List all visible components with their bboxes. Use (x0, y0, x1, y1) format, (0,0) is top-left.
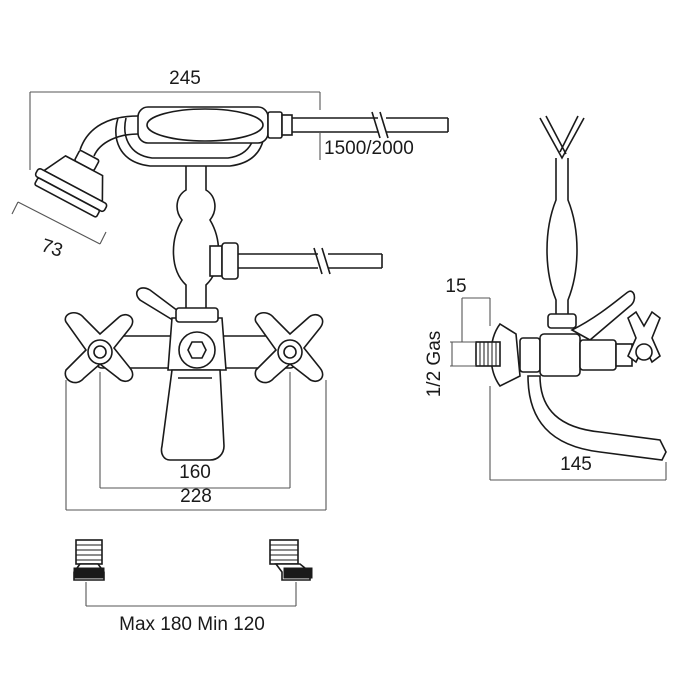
dimension-160-label: 160 (179, 462, 211, 483)
front-view: 245 73 (11, 68, 449, 511)
dimension-73-label: 73 (39, 235, 66, 262)
dimension-15: 15 (445, 276, 491, 342)
dimension-245-label: 245 (169, 68, 201, 89)
dimension-15-label: 15 (445, 276, 466, 297)
left-cross-handle (64, 311, 134, 384)
dimension-245: 245 (29, 68, 321, 170)
hose-top: 1500/2000 (292, 111, 449, 160)
dimension-connector-range-label: Max 180 Min 120 (119, 614, 265, 635)
cradle-fork (539, 115, 585, 160)
right-connector (269, 539, 313, 581)
eccentric-connectors: Max 180 Min 120 (73, 539, 313, 635)
dimension-145-label: 145 (560, 454, 592, 475)
dimension-228-label: 228 (180, 486, 212, 507)
left-connector (73, 539, 105, 581)
right-cross-handle (254, 311, 324, 384)
dimension-145: 145 (489, 386, 667, 481)
dimension-160: 160 (99, 372, 291, 489)
dimension-228: 228 (65, 380, 327, 511)
hand-shower: 73 (11, 106, 293, 262)
dimension-thread: 1/2 Gas (424, 331, 476, 398)
cradle-stem (172, 166, 383, 312)
dimension-thread-label: 1/2 Gas (424, 331, 445, 398)
dimension-hose-label: 1500/2000 (324, 138, 414, 159)
dimension-connector-range: Max 180 Min 120 (85, 582, 297, 635)
side-view: 15 1/2 Gas 145 (424, 115, 667, 481)
